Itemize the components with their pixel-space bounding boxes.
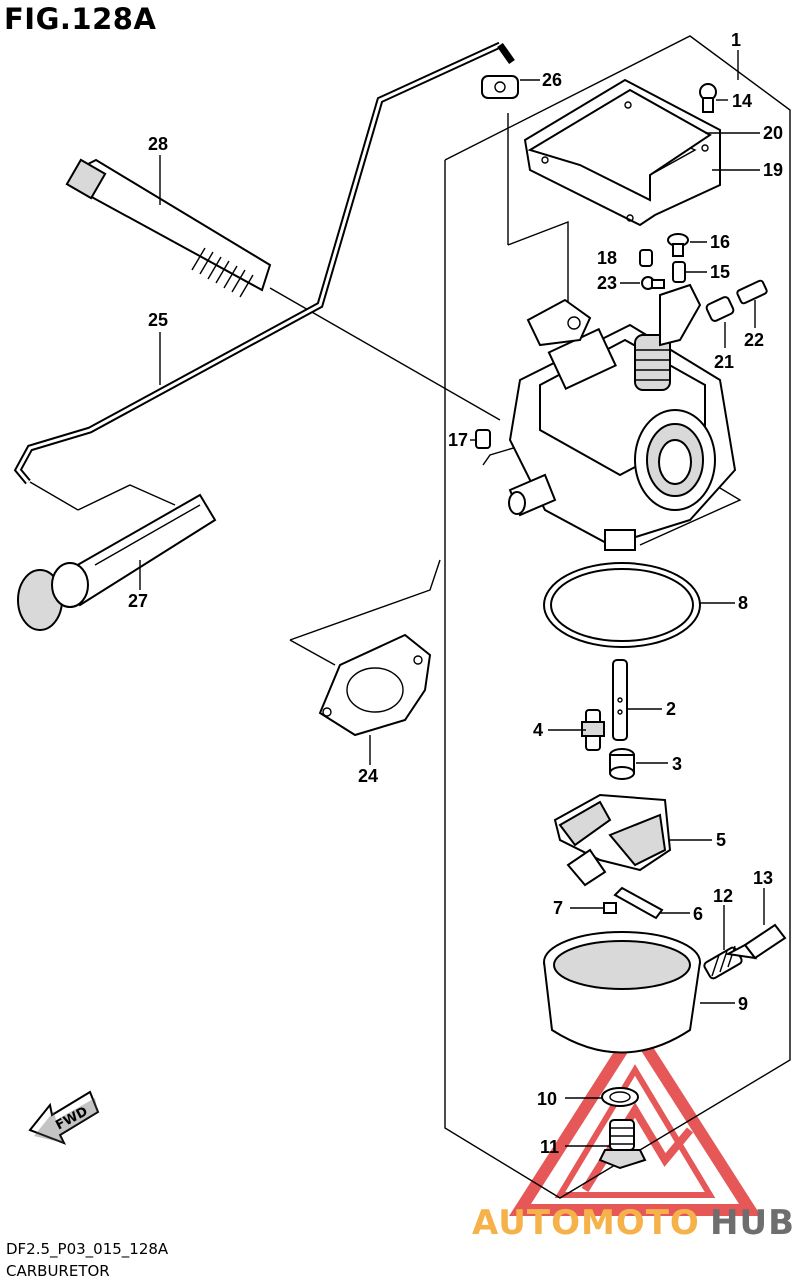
callout-leaders — [139, 50, 765, 1147]
watermark-logo-icon — [509, 1018, 761, 1216]
callout-27: 27 — [128, 591, 148, 611]
callout-28: 28 — [148, 134, 168, 154]
callout-2: 2 — [666, 699, 676, 719]
part-3-main-jet — [609, 748, 635, 780]
callout-20: 20 — [763, 123, 783, 143]
callout-25: 25 — [148, 310, 168, 330]
part-13-pilot-screw — [724, 923, 787, 960]
part-15-spring — [672, 261, 686, 283]
callout-24: 24 — [358, 766, 378, 786]
part-16-screw — [667, 233, 689, 257]
callout-16: 16 — [710, 232, 730, 252]
callout-8: 8 — [738, 593, 748, 613]
part-27-choke-knob — [17, 493, 217, 631]
watermark-text-hub: HUB — [710, 1203, 795, 1243]
callout-1: 1 — [731, 30, 741, 50]
callout-10: 10 — [537, 1089, 557, 1109]
part-7-clip — [603, 902, 617, 914]
callout-19: 19 — [763, 160, 783, 180]
part-24-insulator-gasket — [318, 633, 432, 737]
callout-15: 15 — [710, 262, 730, 282]
callout-23: 23 — [597, 273, 617, 293]
part-8-o-ring — [543, 562, 701, 648]
watermark-text-automoto: AUTOMOTO — [472, 1203, 700, 1243]
callout-22: 22 — [744, 330, 764, 350]
callout-9: 9 — [738, 994, 748, 1014]
part-21-spring — [705, 296, 735, 322]
part-14-screw — [699, 83, 717, 113]
part-23-screw — [641, 276, 665, 290]
part-5-float — [553, 793, 672, 887]
callout-labels: 1 14 20 19 26 28 25 27 16 18 15 23 21 22… — [128, 30, 783, 1157]
callout-7: 7 — [553, 898, 563, 918]
part-11-drain-bolt — [598, 1119, 647, 1170]
callout-13: 13 — [753, 868, 773, 888]
figure-title: FIG.128A — [4, 2, 157, 36]
part-2-main-nozzle — [612, 659, 628, 741]
part-9-float-bowl — [543, 931, 701, 1054]
part-18-plug — [639, 249, 653, 267]
part-22-screw — [736, 279, 768, 305]
part-28-bolt — [65, 158, 272, 298]
part-20-plate — [527, 88, 712, 222]
callout-18: 18 — [597, 248, 617, 268]
callout-21: 21 — [714, 352, 734, 372]
part-6-float-pin — [613, 886, 664, 920]
part-4-needle-valve — [581, 709, 605, 751]
part-25-link-rod — [13, 41, 515, 485]
callout-6: 6 — [693, 904, 703, 924]
part-17-jet — [475, 429, 491, 449]
part-10-washer — [601, 1087, 639, 1107]
callout-14: 14 — [732, 91, 752, 111]
assembly-frame — [444, 35, 791, 1199]
callout-26: 26 — [542, 70, 562, 90]
callout-4: 4 — [533, 720, 543, 740]
callout-12: 12 — [713, 886, 733, 906]
callout-5: 5 — [716, 830, 726, 850]
fwd-arrow-icon: FWD — [28, 1090, 100, 1145]
diagram-name: CARBURETOR — [6, 1262, 110, 1280]
callout-17: 17 — [448, 430, 468, 450]
part-26-clip — [481, 75, 519, 99]
callout-3: 3 — [672, 754, 682, 774]
carburetor-body — [508, 283, 737, 551]
callout-11: 11 — [540, 1137, 559, 1157]
diagram-code: DF2.5_P03_015_128A — [6, 1240, 169, 1258]
